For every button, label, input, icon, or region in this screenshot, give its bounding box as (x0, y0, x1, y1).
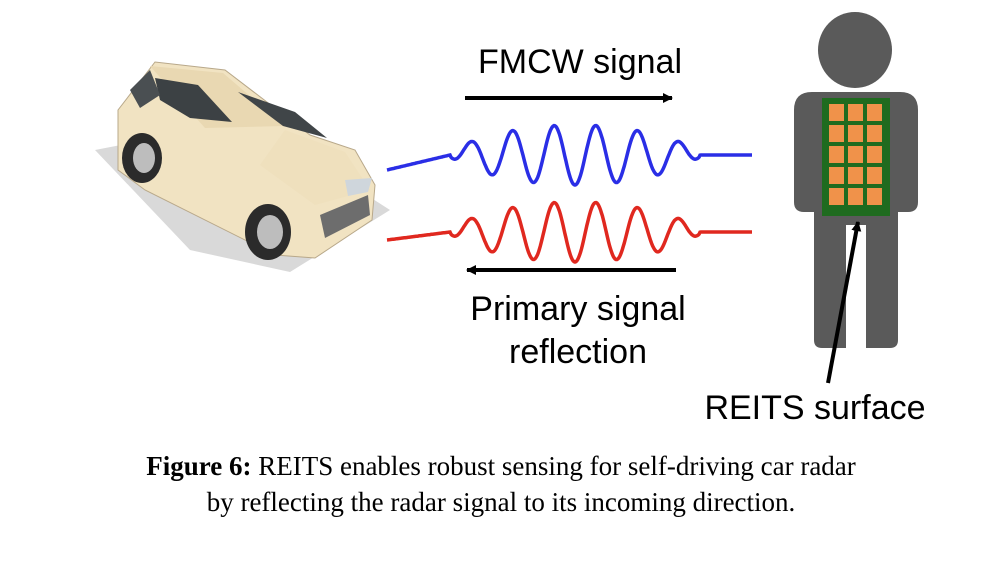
reits-panel-cell (829, 146, 844, 163)
reits-panel-cell (848, 167, 863, 184)
primary-signal-label: Primary signal (470, 290, 685, 328)
fmcw-signal-label: FMCW signal (478, 43, 682, 81)
reits-surface-label: REITS surface (704, 389, 925, 427)
car-roof (150, 66, 285, 128)
reits-panel-cell (867, 104, 882, 121)
outgoing-signal-wave (386, 123, 752, 187)
reits-panel-cell (829, 104, 844, 121)
figure-label: Figure 6: (146, 451, 252, 481)
reits-panel-cell (829, 125, 844, 142)
car-front-wheel (245, 204, 291, 260)
reits-panel-icon (822, 98, 890, 216)
reits-panel-cell (829, 188, 844, 205)
car-hood (260, 130, 370, 205)
figure-illustration: FMCW signal Primary signal reflection RE… (95, 12, 926, 427)
car-rear-window (130, 70, 160, 108)
car-windshield (238, 92, 327, 138)
reits-panel-cell (848, 104, 863, 121)
reits-panel-cell (848, 125, 863, 142)
reits-panel-cell (867, 167, 882, 184)
car-icon (95, 61, 390, 272)
reflected-signal-wave (386, 200, 752, 264)
reits-panel-cell (867, 125, 882, 142)
car-side-window (155, 78, 232, 122)
car-headlight (345, 178, 372, 196)
figure-caption: Figure 6: REITS enables robust sensing f… (0, 448, 1002, 520)
caption-line-2: by reflecting the radar signal to its in… (206, 487, 796, 517)
car-grille (320, 195, 370, 238)
reflection-label: reflection (509, 333, 647, 371)
car-rear-wheel (122, 133, 162, 183)
person-head (818, 12, 892, 88)
reits-panel-cell (867, 146, 882, 163)
reits-panel-cell (829, 167, 844, 184)
reits-panel-cells (829, 104, 882, 205)
surface-pointer-arrow (826, 221, 862, 384)
reits-panel-cell (848, 146, 863, 163)
caption-text-1: REITS enables robust sensing for self-dr… (258, 451, 856, 481)
reits-panel-cell (867, 188, 882, 205)
reits-panel-cell (848, 188, 863, 205)
caption-line-1: Figure 6: REITS enables robust sensing f… (0, 448, 1002, 484)
